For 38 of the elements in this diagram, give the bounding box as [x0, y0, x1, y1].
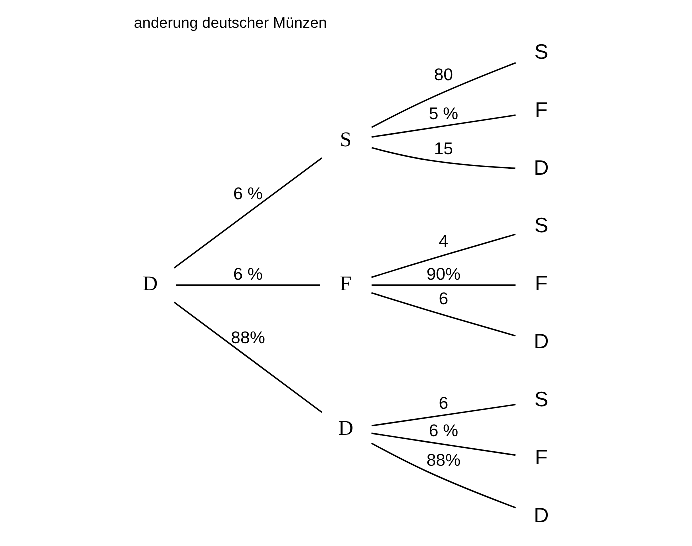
edge-label: 15: [434, 140, 454, 159]
node-text: S: [534, 41, 549, 64]
edge-label: 6: [439, 290, 449, 309]
node-text: D: [142, 272, 158, 296]
node-text: S: [340, 127, 352, 152]
connector: [372, 284, 516, 286]
edge-label: 88%: [231, 328, 266, 348]
edge-label: 6 %: [429, 422, 459, 441]
connector: [371, 234, 516, 278]
connector: [372, 404, 516, 427]
diagram-title: anderung deutscher Münzen: [134, 14, 328, 32]
node-text: D: [534, 156, 550, 180]
edge-label: 6 %: [233, 184, 263, 204]
connector: [176, 284, 320, 286]
node-text: S: [534, 388, 549, 412]
edge-label: 90%: [426, 265, 461, 284]
connector: [372, 432, 516, 456]
node-text: F: [535, 98, 548, 122]
edge-label: 88%: [426, 451, 461, 470]
connector: [372, 62, 516, 128]
connector: [174, 158, 323, 269]
node-text: F: [340, 272, 352, 296]
connector: [371, 292, 516, 337]
node-text: S: [534, 214, 549, 238]
edge-label: 6 %: [233, 265, 263, 284]
node-text: D: [534, 330, 550, 354]
connector: [371, 442, 516, 509]
node-text: F: [535, 446, 548, 470]
edge-label: 4: [439, 232, 449, 251]
connector: [372, 114, 516, 138]
node-text: D: [338, 416, 354, 440]
edge-label: 6: [439, 394, 449, 414]
connector: [372, 147, 516, 170]
edge-label: 80: [434, 66, 454, 85]
edge-label: 5 %: [429, 104, 459, 124]
node-text: F: [535, 272, 548, 296]
connector: [174, 302, 323, 414]
node-text: D: [534, 504, 550, 528]
